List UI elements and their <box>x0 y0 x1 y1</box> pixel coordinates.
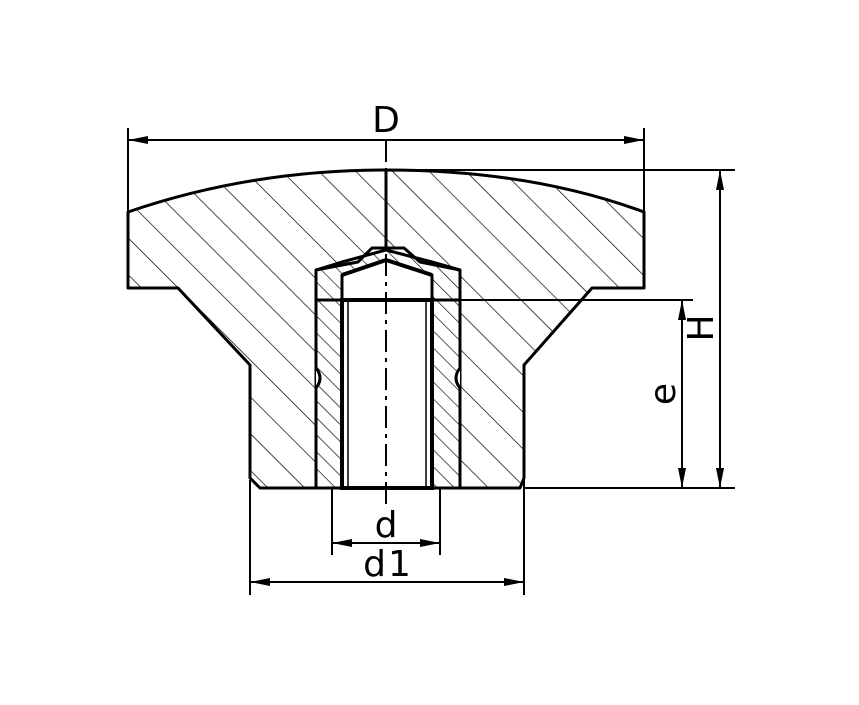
insert-left-wall <box>314 298 344 490</box>
d1-label: d1 <box>363 544 413 585</box>
d-label: d <box>375 505 398 546</box>
dimension-H: H <box>386 169 735 489</box>
knurl-groove-left <box>314 367 322 389</box>
dimension-D: D <box>127 100 645 212</box>
knob-body-left-half <box>126 168 388 490</box>
dimension-d1: d1 <box>249 480 525 595</box>
knurl-groove-right <box>454 367 462 389</box>
dimension-d: d <box>331 488 441 555</box>
insert-right-wall <box>430 298 462 490</box>
e-label: e <box>643 383 684 405</box>
D-label: D <box>372 100 400 141</box>
dimension-e: e <box>460 299 693 488</box>
threaded-insert <box>314 248 462 490</box>
H-label: H <box>681 314 722 341</box>
